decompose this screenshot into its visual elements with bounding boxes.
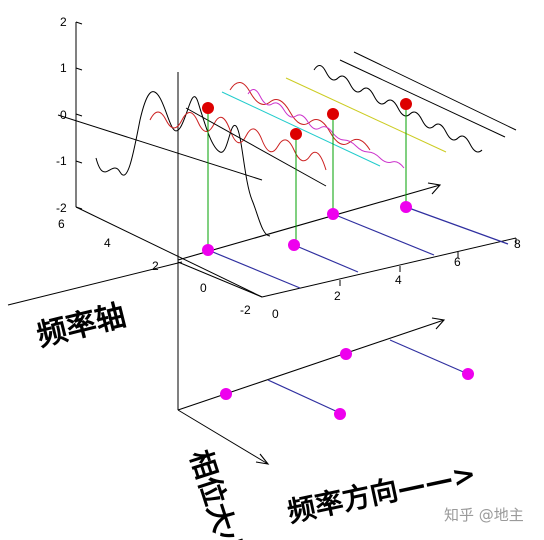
y-tick-labels: 2 1 0 -1 -2 bbox=[56, 15, 67, 215]
wave-red bbox=[149, 111, 327, 171]
depth-tick-label: 2 bbox=[152, 259, 159, 273]
frequency-axis-line bbox=[7, 261, 183, 306]
wave-cyan bbox=[221, 91, 381, 167]
waves bbox=[95, 65, 483, 237]
back-edge bbox=[353, 51, 517, 131]
phase-point bbox=[288, 239, 300, 251]
phase-point bbox=[400, 201, 412, 213]
phase-line bbox=[267, 379, 341, 414]
front-tick-label: 2 bbox=[334, 289, 341, 303]
arrows bbox=[177, 182, 446, 465]
frequency-axis-label: 频率轴 bbox=[33, 298, 129, 354]
phase-line bbox=[207, 249, 301, 289]
amplitude-point bbox=[290, 128, 302, 140]
wave-yellow bbox=[285, 77, 447, 153]
phase-axis-line bbox=[177, 409, 269, 465]
phase-point bbox=[327, 208, 339, 220]
upper-phase-lines bbox=[207, 206, 509, 289]
phase-line bbox=[405, 206, 509, 245]
y-tick-label: -2 bbox=[56, 201, 67, 215]
amplitude-point bbox=[400, 98, 412, 110]
phase-point bbox=[202, 244, 214, 256]
front-tick-label: 4 bbox=[395, 273, 402, 287]
amplitude-point bbox=[202, 102, 214, 114]
upper-phase-points bbox=[202, 201, 412, 256]
back-edge-2 bbox=[339, 59, 506, 138]
depth-tick-label: 4 bbox=[104, 236, 111, 250]
phase-point bbox=[220, 388, 232, 400]
wave-black-back bbox=[313, 65, 483, 153]
phase-line bbox=[293, 244, 359, 273]
wave-red-2 bbox=[229, 82, 371, 151]
depth-tick-labels: 6 4 2 0 -2 bbox=[58, 217, 251, 317]
floor-depth-edge bbox=[177, 261, 263, 298]
wave-black-flat bbox=[185, 107, 327, 187]
depth-tick-label: 0 bbox=[200, 281, 207, 295]
amplitude-points bbox=[202, 98, 412, 140]
phase-arrow-head bbox=[255, 453, 270, 465]
watermark: 知乎 @地主 bbox=[444, 506, 524, 524]
y-tick-label: 2 bbox=[60, 15, 67, 29]
zero-line bbox=[57, 114, 263, 181]
depth-tick-label: 6 bbox=[58, 217, 65, 231]
y-tick-label: 1 bbox=[60, 61, 67, 75]
front-tick-label: 0 bbox=[272, 307, 279, 321]
phase-line bbox=[389, 339, 469, 375]
lower-frequency-arrow-shaft bbox=[177, 319, 445, 411]
upper-frequency-arrow-shaft bbox=[177, 184, 441, 261]
phase-point bbox=[340, 348, 352, 360]
depth-axis-left bbox=[75, 206, 263, 298]
front-tick-labels: 0 2 4 6 8 bbox=[272, 237, 521, 321]
wave-magenta bbox=[247, 89, 405, 169]
tick-marks bbox=[75, 21, 517, 286]
lower-frequency-arrow-head bbox=[431, 317, 446, 330]
lower-phase-lines bbox=[267, 339, 469, 414]
phase-point bbox=[462, 368, 474, 380]
amplitude-point bbox=[327, 108, 339, 120]
upper-frequency-arrow-head bbox=[427, 182, 442, 195]
y-tick-label: -1 bbox=[56, 154, 67, 168]
lower-phase-points bbox=[220, 348, 474, 420]
composite-wave bbox=[95, 91, 271, 237]
phase-point bbox=[334, 408, 346, 420]
y-tick-label: 0 bbox=[60, 108, 67, 122]
front-tick-label: 8 bbox=[514, 237, 521, 251]
floor-front-edge bbox=[261, 237, 517, 298]
front-tick-label: 6 bbox=[454, 255, 461, 269]
phase-magnitude-label: 相位大小 bbox=[183, 446, 249, 540]
axis-frame bbox=[7, 22, 517, 465]
amplitude-stems bbox=[207, 104, 407, 250]
depth-tick-label: -2 bbox=[240, 303, 251, 317]
phase-line bbox=[332, 213, 435, 256]
